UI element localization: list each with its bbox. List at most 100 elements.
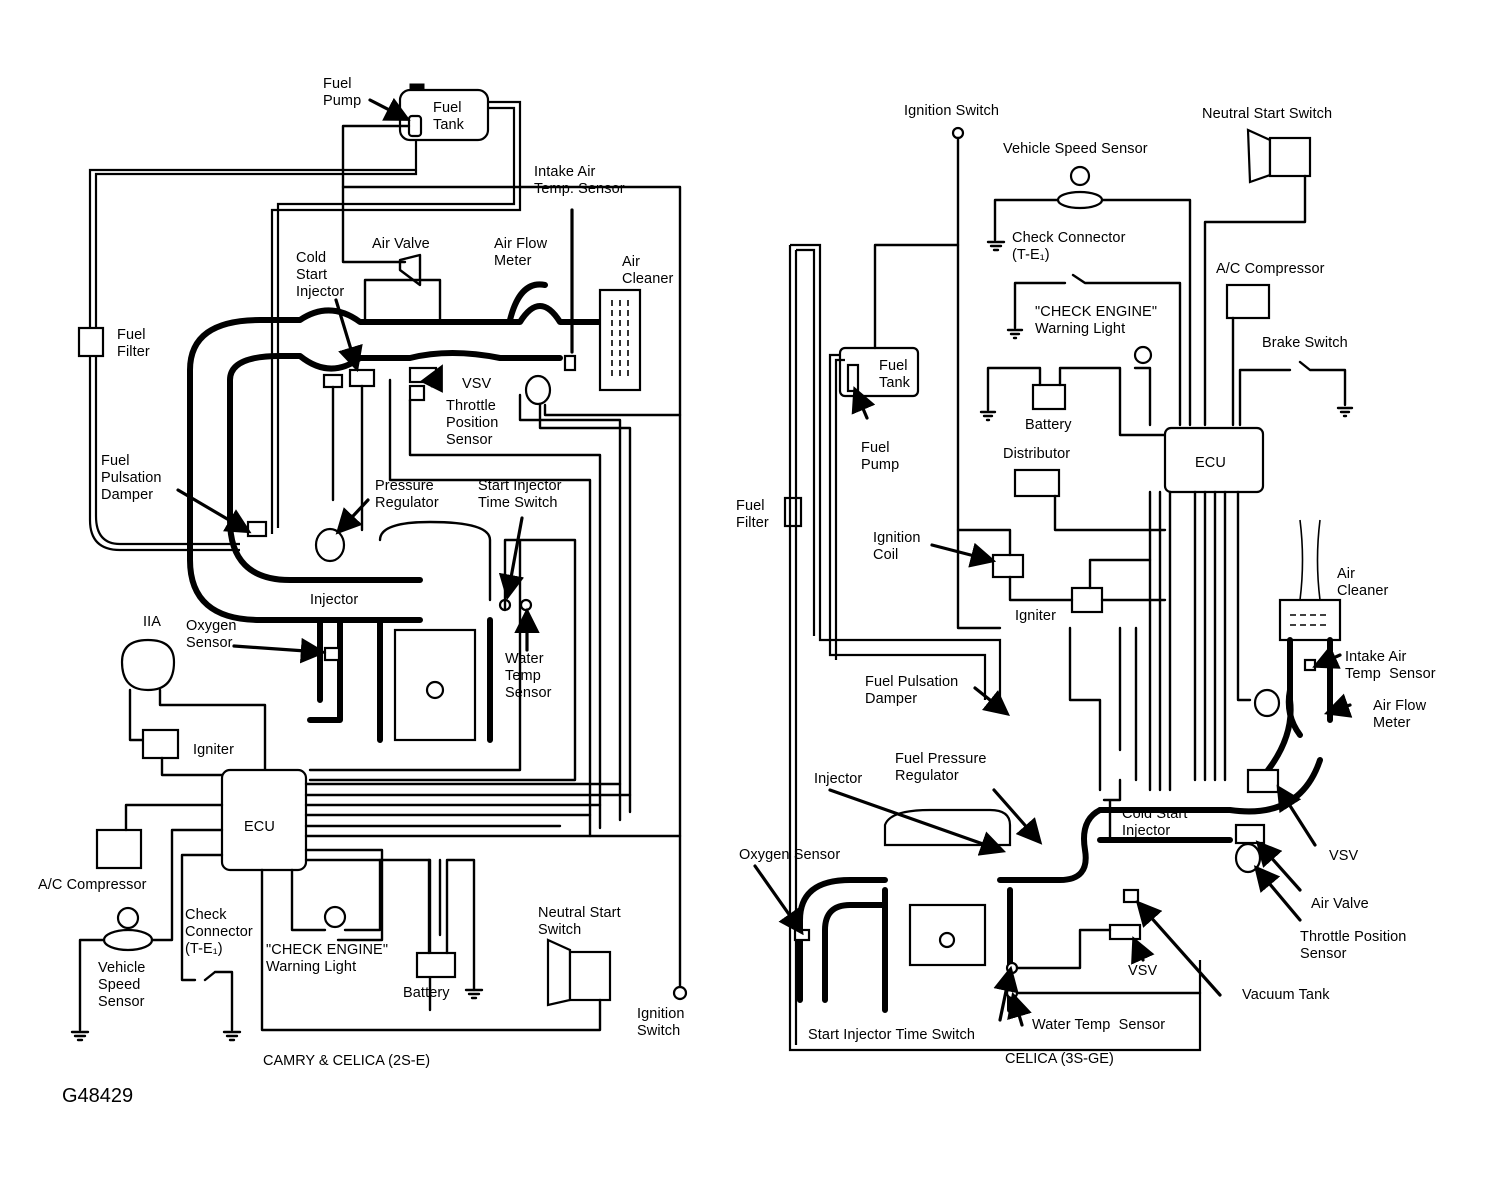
right-label-ecu: ECU bbox=[1195, 455, 1226, 471]
right-label-air-flow-meter: Air Flow Meter bbox=[1373, 698, 1427, 731]
left-label-ignition-switch: Ignition Switch bbox=[637, 1006, 685, 1039]
right-label-ac-compressor: A/C Compressor bbox=[1216, 261, 1325, 277]
right-vacuum-tank-icon bbox=[1122, 888, 1140, 904]
right-distributor-icon bbox=[1013, 468, 1061, 498]
left-label-water-temp-sensor: Water Temp Sensor bbox=[505, 651, 552, 701]
right-vsv-lower-icon bbox=[1108, 923, 1142, 941]
left-iia-icon bbox=[120, 638, 176, 692]
left-label-intake-air-temp-sensor: Intake Air Temp. Sensor bbox=[534, 164, 625, 197]
right-label-cold-start-injector: Cold Start Injector bbox=[1122, 806, 1188, 839]
right-throttle-position-sensor-icon bbox=[1234, 842, 1262, 874]
left-label-injector: Injector bbox=[310, 592, 359, 608]
left-igniter-icon bbox=[141, 728, 180, 760]
left-label-pressure-regulator: Pressure Regulator bbox=[375, 478, 439, 511]
right-air-flow-meter-icon bbox=[1285, 687, 1303, 738]
right-label-fuel-pulsation-damper: Fuel Pulsation Damper bbox=[865, 674, 959, 707]
left-fuel-pulsation-damper-icon bbox=[246, 520, 268, 538]
right-neutral-start-switch-icon bbox=[1246, 128, 1272, 184]
left-label-air-flow-meter: Air Flow Meter bbox=[494, 236, 548, 269]
right-ignition-coil-icon bbox=[991, 553, 1025, 579]
left-neutral-start-switch-icon bbox=[546, 938, 572, 1007]
left-label-ecu: ECU bbox=[244, 819, 275, 835]
left-ignition-switch-icon bbox=[672, 985, 688, 1001]
right-label-brake-switch: Brake Switch bbox=[1262, 335, 1348, 351]
left-label-cold-start-injector: Cold Start Injector bbox=[296, 250, 345, 300]
right-label-water-temp-sensor: Water Temp Sensor bbox=[1032, 1017, 1166, 1033]
right-label-throttle-position-sensor: Throttle Position Sensor bbox=[1300, 929, 1407, 962]
right-brake-switch-icon bbox=[1238, 360, 1347, 427]
left-label-air-valve: Air Valve bbox=[372, 236, 430, 252]
left-battery-icon bbox=[415, 951, 457, 979]
right-ignition-switch-icon bbox=[951, 126, 965, 140]
right-label-intake-air-temp-sensor: Intake Air Temp Sensor bbox=[1345, 649, 1436, 682]
left-engine-head bbox=[378, 520, 492, 602]
left-cold-start-injector-icon bbox=[348, 368, 376, 388]
left-label-iia: IIA bbox=[143, 614, 162, 630]
right-label-vacuum-tank: Vacuum Tank bbox=[1242, 987, 1330, 1003]
left-label-fuel-pump: Fuel Pump bbox=[323, 76, 362, 109]
left-vsv-icon bbox=[408, 366, 438, 384]
left-label-ac-compressor: A/C Compressor bbox=[38, 877, 147, 893]
right-vsv-upper-icon bbox=[1246, 768, 1280, 794]
right-vehicle-speed-sensor-icon bbox=[1056, 190, 1104, 210]
left-label-igniter: Igniter bbox=[193, 742, 234, 758]
left-label-neutral-start-switch: Neutral Start Switch bbox=[538, 905, 621, 938]
left-label-start-injector-time-switch: Start Injector Time Switch bbox=[478, 478, 562, 511]
figure-code: G48429 bbox=[62, 1085, 134, 1107]
left-ecu-box bbox=[220, 768, 308, 872]
right-diagram-drawing bbox=[753, 126, 1354, 1052]
right-label-distributor: Distributor bbox=[1003, 446, 1071, 462]
right-label-fuel-pressure-regulator: Fuel Pressure Regulator bbox=[895, 751, 987, 784]
right-label-vehicle-speed-sensor: Vehicle Speed Sensor bbox=[1003, 141, 1148, 157]
right-label-check-engine-light: "CHECK ENGINE" Warning Light bbox=[1035, 304, 1158, 337]
right-diagram-caption: CELICA (3S-GE) bbox=[1005, 1051, 1114, 1067]
right-ac-compressor-icon bbox=[1225, 283, 1271, 320]
right-label-air-valve: Air Valve bbox=[1311, 896, 1369, 912]
left-ac-compressor-icon bbox=[95, 828, 143, 870]
right-air-valve-icon bbox=[1234, 823, 1266, 845]
right-label-ignition-coil: Ignition Coil bbox=[873, 530, 921, 563]
right-air-cleaner-icon bbox=[1278, 598, 1342, 642]
right-label-vsv-lower: VSV bbox=[1128, 963, 1158, 979]
left-diagram-drawing bbox=[70, 83, 688, 1042]
left-label-fuel-filter: Fuel Filter bbox=[117, 327, 150, 360]
left-throttle-position-sensor-icon bbox=[408, 384, 426, 402]
left-vehicle-speed-sensor-icon bbox=[102, 928, 154, 952]
left-fuel-tank-icon bbox=[398, 83, 490, 142]
right-water-temp-sensor-icon bbox=[1005, 986, 1019, 1000]
right-label-start-injector-time-switch: Start Injector Time Switch bbox=[808, 1027, 975, 1043]
left-label-battery: Battery bbox=[403, 985, 450, 1001]
right-battery-icon bbox=[1031, 383, 1067, 411]
left-check-engine-light-icon bbox=[323, 905, 347, 929]
left-label-oxygen-sensor: Oxygen Sensor bbox=[186, 618, 237, 651]
right-label-check-connector: Check Connector (T-E₁) bbox=[1012, 230, 1126, 263]
left-label-check-connector: Check Connector (T-E₁) bbox=[185, 907, 253, 957]
left-oxygen-sensor-icon bbox=[323, 646, 341, 662]
left-check-connector-icon bbox=[180, 853, 234, 1032]
left-diagram-caption: CAMRY & CELICA (2S-E) bbox=[263, 1053, 431, 1069]
left-label-vehicle-speed-sensor: Vehicle Speed Sensor bbox=[98, 960, 146, 1010]
right-igniter-icon bbox=[1070, 586, 1104, 614]
right-label-neutral-start-switch: Neutral Start Switch bbox=[1202, 106, 1333, 122]
right-intake-runner bbox=[997, 807, 1103, 883]
right-label-fuel-tank: Fuel Tank bbox=[879, 358, 911, 391]
right-label-air-cleaner: Air Cleaner bbox=[1337, 566, 1389, 599]
left-fuel-filter-icon bbox=[77, 326, 105, 358]
left-water-temp-sensor-icon bbox=[519, 598, 533, 612]
right-label-oxygen-sensor: Oxygen Sensor bbox=[739, 847, 841, 863]
right-label-fuel-pump: Fuel Pump bbox=[861, 440, 900, 473]
left-label-air-cleaner: Air Cleaner bbox=[622, 254, 674, 287]
left-label-throttle-position-sensor: Throttle Position Sensor bbox=[446, 398, 499, 448]
right-cold-start-injector-icon bbox=[1102, 778, 1122, 842]
right-fuel-tank-icon bbox=[838, 346, 920, 398]
left-air-flow-meter-icon bbox=[507, 281, 548, 323]
right-label-fuel-filter: Fuel Filter bbox=[736, 498, 769, 531]
right-label-battery: Battery bbox=[1025, 417, 1072, 433]
left-label-vsv: VSV bbox=[462, 376, 492, 392]
right-label-ignition-switch: Ignition Switch bbox=[904, 103, 999, 119]
left-label-fuel-tank: Fuel Tank bbox=[433, 100, 465, 133]
right-label-igniter: Igniter bbox=[1015, 608, 1056, 624]
right-label-vsv-upper: VSV bbox=[1329, 848, 1359, 864]
right-check-connector-icon bbox=[1013, 273, 1182, 427]
left-intake-air-temp-sensor-icon bbox=[563, 354, 577, 372]
